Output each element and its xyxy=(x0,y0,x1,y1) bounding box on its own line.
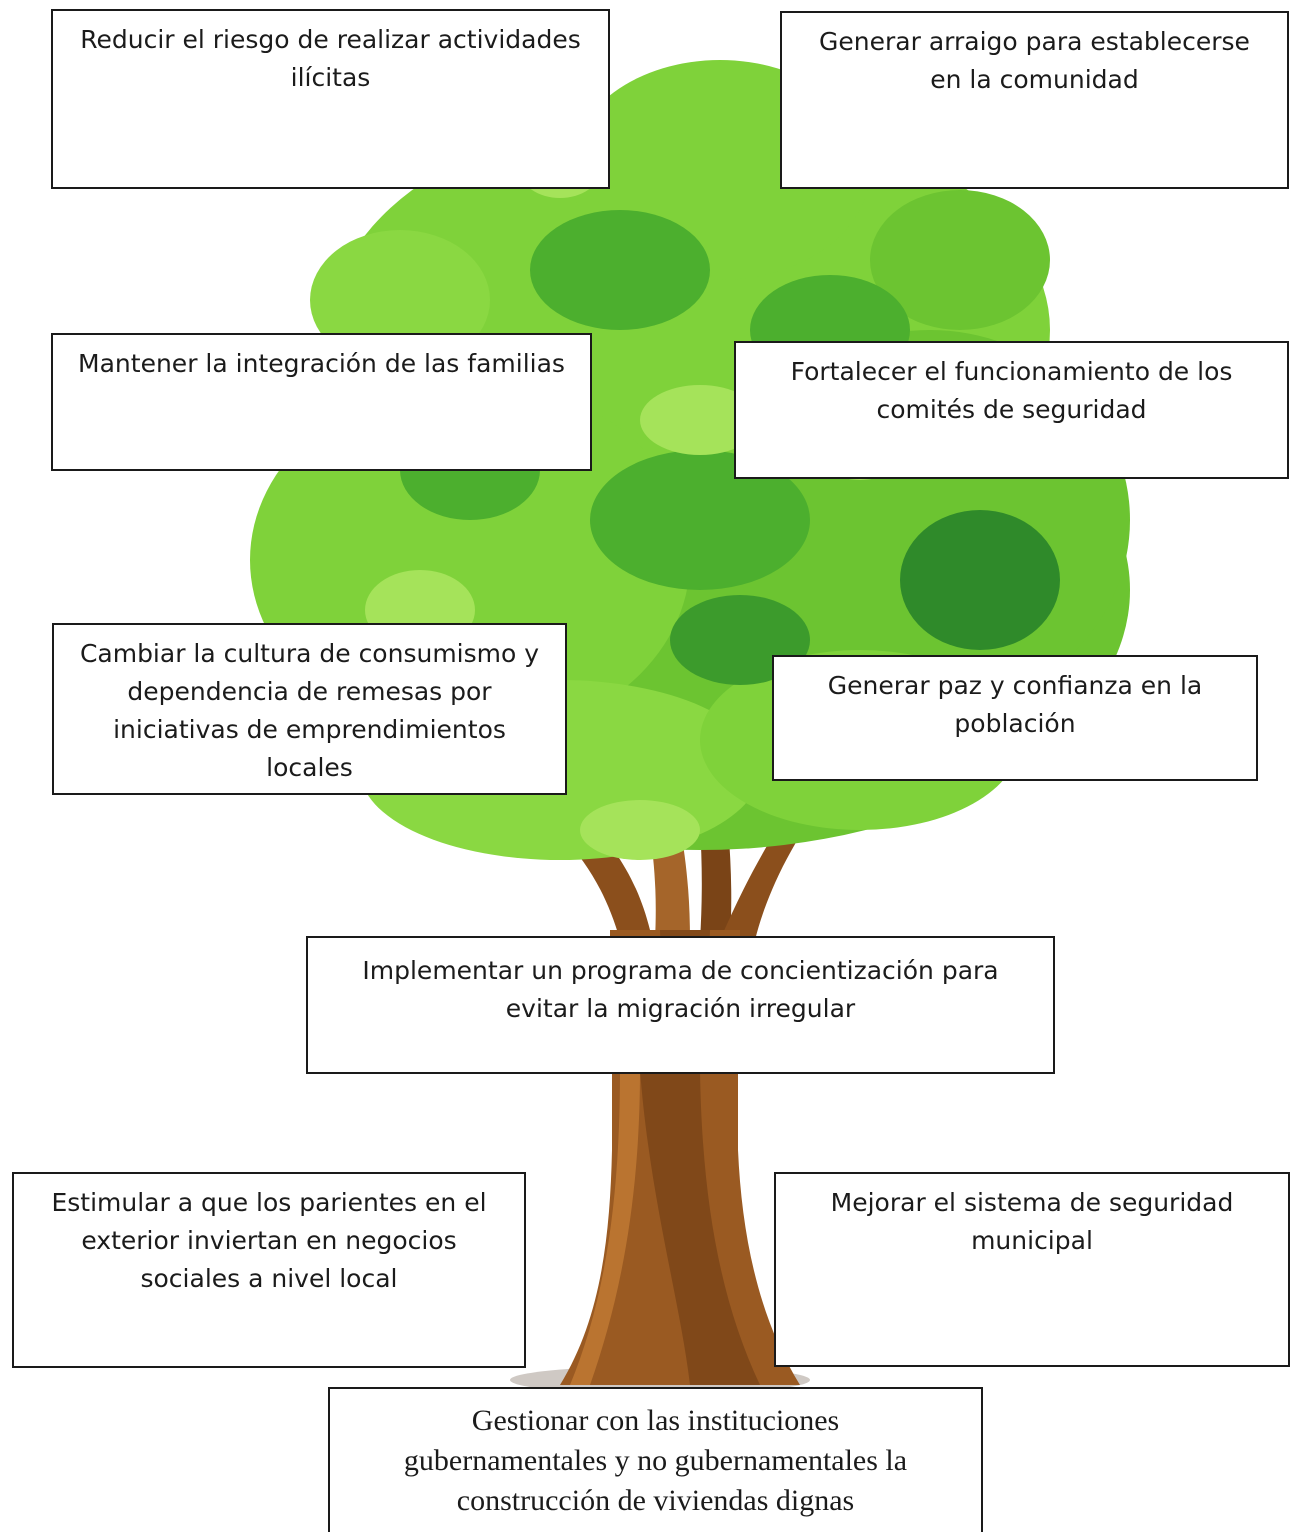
tree-branch-left xyxy=(495,770,650,940)
objective-box-generar-arraigo: Generar arraigo para establecerse en la … xyxy=(780,11,1289,189)
objective-box-comites-seguridad: Fortalecer el funcionamiento de los comi… xyxy=(734,341,1289,479)
objective-box-viviendas-dignas: Gestionar con las instituciones gubernam… xyxy=(328,1387,983,1532)
tree-branch-left-inner xyxy=(600,690,690,940)
tree-trunk-highlight xyxy=(570,1070,640,1385)
objective-box-paz-confianza: Generar paz y confianza en la población xyxy=(772,655,1258,781)
objective-box-programa-concientizacion: Implementar un programa de concientizaci… xyxy=(306,936,1055,1074)
tree-trunk-shade xyxy=(640,1070,760,1385)
objective-box-seguridad-municipal: Mejorar el sistema de seguridad municipa… xyxy=(774,1172,1290,1367)
objective-box-reducir-riesgo: Reducir el riesgo de realizar actividade… xyxy=(51,9,610,189)
objective-box-integracion-familias: Mantener la integración de las familias xyxy=(51,333,592,471)
objective-box-cultura-consumismo: Cambiar la cultura de consumismo y depen… xyxy=(52,623,567,795)
objective-box-parientes-exterior: Estimular a que los parientes en el exte… xyxy=(12,1172,526,1368)
